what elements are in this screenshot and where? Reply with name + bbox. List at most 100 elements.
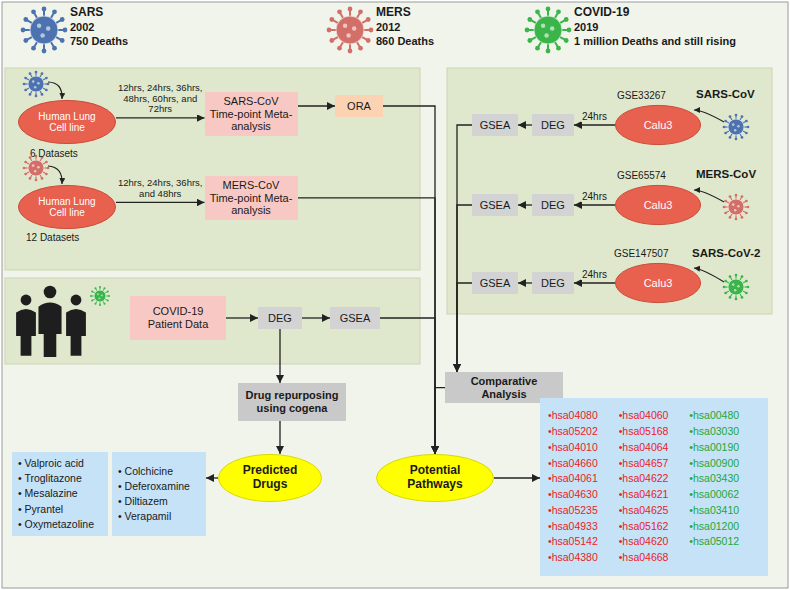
time-point-label: 24hrs [581, 191, 608, 202]
process-box: GSEA [330, 307, 380, 329]
drug-list-box: • Colchicine• Deferoxamine• Diltiazem• V… [112, 452, 206, 536]
time-point-label: 24hrs [581, 269, 608, 280]
pathway-id: •hsa00900 [689, 456, 760, 472]
time-point-label: 12hrs, 24hrs, 36hrs, and 48hrs [117, 178, 204, 199]
drug-name: • Troglitazone [18, 471, 82, 486]
node-text: Calu3 [644, 199, 673, 212]
flow-arrow [206, 477, 218, 478]
oval-outline [615, 105, 700, 144]
node-text: MERS-CoV Time-point Meta-analysis [209, 179, 294, 217]
flow-arrow [116, 117, 205, 118]
node-text: Predicted Drugs [230, 464, 310, 492]
flow-arrow [279, 421, 280, 454]
node-text: GSEA [480, 277, 511, 290]
panel [5, 68, 420, 270]
pathway-id: •hsa00190 [689, 440, 760, 456]
pathway-id: •hsa04621 [619, 487, 690, 503]
virus-name: SARS-CoV-2 [692, 247, 760, 260]
cell-line-oval: Calu3 [615, 263, 701, 303]
flow-arrow [518, 204, 532, 205]
time-point-label: 12hrs, 24hrs, 36hrs, 48hrs, 60hrs, and 7… [117, 83, 204, 115]
flow-arrow [574, 282, 615, 283]
dataset-id: GSE33267 [617, 90, 666, 102]
virus-name: SARS-CoV [696, 88, 755, 101]
drug-name: • Oxymetazoline [18, 517, 94, 532]
flow-arrow [574, 204, 615, 205]
outbreak-note: 750 Deaths [70, 35, 128, 48]
virus-icon [21, 7, 68, 54]
pathway-id: •hsa03430 [689, 471, 760, 487]
panel [5, 278, 420, 364]
oval-outline [615, 263, 700, 302]
dataset-count: 6 Datasets [30, 148, 78, 160]
cell-line-oval: Human Lung Cell line [18, 185, 116, 229]
pathway-id: •hsa04625 [619, 503, 690, 519]
node-text: Calu3 [644, 119, 673, 132]
drug-name: • Diltiazem [118, 494, 168, 509]
person-figure [16, 295, 36, 356]
node-text: GSEA [340, 312, 371, 325]
drug-name: • Valproic acid [18, 456, 84, 471]
pathway-id: •hsa04060 [619, 408, 690, 424]
node-text: DEG [541, 199, 565, 212]
pathway-id: •hsa04080 [548, 408, 619, 424]
pathway-id: •hsa01200 [689, 519, 760, 535]
virus-icon [723, 114, 750, 141]
flow-arrow [302, 317, 330, 318]
outbreak-note: 2019 [574, 21, 598, 34]
pathway-id: •hsa00062 [689, 487, 760, 503]
drug-list-box: • Valproic acid• Troglitazone• Mesalazin… [12, 452, 108, 536]
virus-icon [525, 7, 572, 54]
node-text: DEG [541, 277, 565, 290]
process-box: DEG [258, 307, 302, 329]
node-text: DEG [541, 119, 565, 132]
drug-name: • Pyrantel [18, 502, 63, 517]
virus-name: MERS-CoV [696, 168, 756, 181]
pathway-id: •hsa03410 [689, 503, 760, 519]
result-oval: Predicted Drugs [218, 454, 322, 502]
flow-arrow [226, 317, 258, 318]
virus-icon [723, 194, 750, 221]
oval-outline [615, 185, 700, 224]
process-box: DEG [532, 114, 574, 136]
node-text: COVID-19 Patient Data [134, 305, 222, 330]
pathway-id: •hsa04668 [619, 550, 690, 566]
outbreak-note: 2012 [376, 21, 400, 34]
flow-arrow [383, 106, 435, 454]
drug-name: • Colchicine [118, 464, 173, 479]
outbreak-note: MERS [376, 6, 411, 20]
pathway-id: •hsa04061 [548, 471, 619, 487]
pathway-id: •hsa05202 [548, 424, 619, 440]
panel [447, 68, 772, 314]
pathway-id: •hsa04064 [619, 440, 690, 456]
cell-line-oval: Calu3 [615, 185, 701, 225]
flow-arrow [574, 124, 615, 125]
pathway-id: •hsa04660 [548, 456, 619, 472]
oval-outline [219, 454, 322, 501]
drug-name: • Verapamil [118, 509, 171, 524]
process-box: DEG [532, 272, 574, 294]
oval-outline [18, 185, 115, 228]
node-text: DEG [268, 312, 292, 325]
outbreak-note: 1 million Deaths and still rising [574, 35, 736, 48]
pathway-id: •hsa05168 [619, 424, 690, 440]
cell-line-oval: Calu3 [615, 105, 701, 145]
flow-arrow [518, 282, 532, 283]
pathway-id: •hsa04010 [548, 440, 619, 456]
dataset-id: GSE65574 [617, 170, 666, 182]
node-text: Human Lung Cell line [30, 196, 104, 219]
node-text: Comparative Analysis [449, 375, 559, 400]
pathway-id: •hsa04933 [548, 519, 619, 535]
oval-outline [377, 454, 494, 501]
pathway-id: •hsa05142 [548, 534, 619, 550]
process-box: GSEA [472, 194, 518, 216]
pathway-id: •hsa00480 [689, 408, 760, 424]
outbreak-note: SARS [70, 6, 103, 20]
outbreak-note: COVID-19 [574, 6, 629, 20]
node-text: Calu3 [644, 277, 673, 290]
flow-arrow [298, 105, 336, 106]
process-box: COVID-19 Patient Data [130, 296, 226, 340]
pathway-id: •hsa04620 [619, 534, 690, 550]
process-box: SARS-CoV Time-point Meta-analysis [205, 92, 298, 136]
